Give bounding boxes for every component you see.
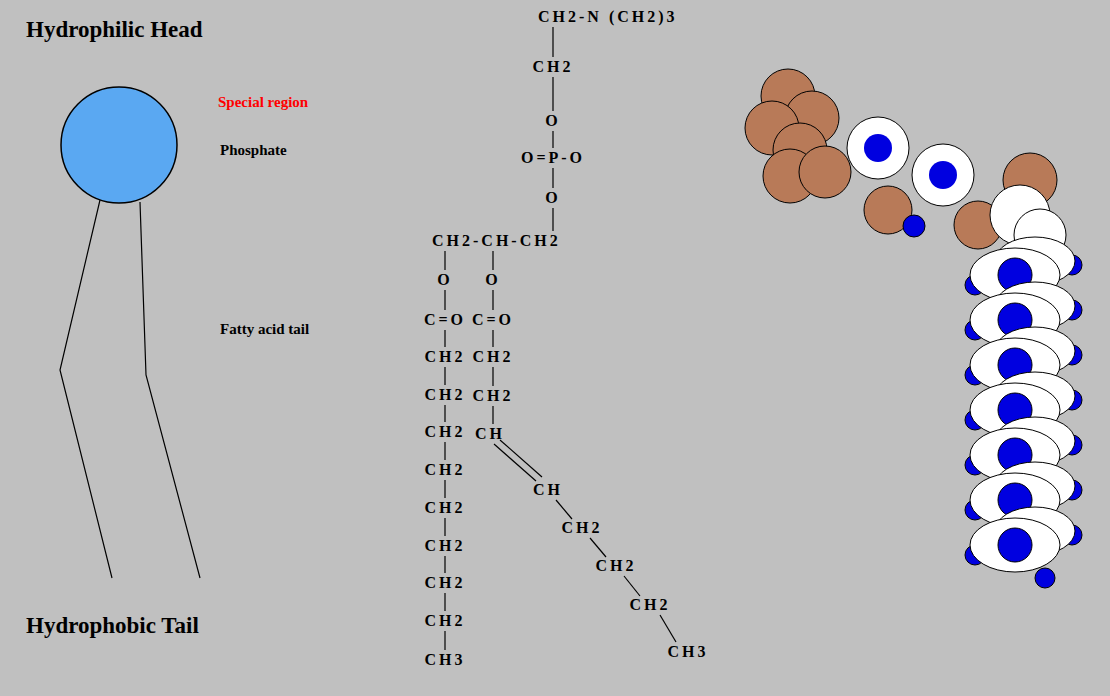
formula-text: CH3 <box>668 643 709 661</box>
formula-text: CH2 <box>425 461 466 479</box>
formula-text: O <box>545 112 560 130</box>
formula-text: CH2 <box>596 557 637 575</box>
formula-text: CH2 <box>473 387 514 405</box>
part-label: Fatty acid tail <box>220 320 309 338</box>
formula-text: CH <box>533 481 563 499</box>
formula-text: CH <box>475 425 505 443</box>
formula-text: CH2 <box>425 386 466 404</box>
formula-text: CH2 <box>425 423 466 441</box>
region-label: Special region <box>218 93 308 111</box>
formula-text: O <box>545 189 560 207</box>
formula-text: CH2 <box>425 537 466 555</box>
formula-text: CH2 <box>425 574 466 592</box>
formula-text: O <box>437 271 452 289</box>
formula-text: O=P-O <box>521 149 585 167</box>
formula-text: CH2 <box>425 612 466 630</box>
formula-text: C=O <box>472 311 514 329</box>
heading: Hydrophilic Head <box>26 16 203 44</box>
heading: Hydrophobic Tail <box>26 612 199 640</box>
formula-text: CH2-CH-CH2 <box>432 232 561 250</box>
formula-text: CH3 <box>425 651 466 669</box>
formula-text: CH2 <box>425 499 466 517</box>
formula-text: C=O <box>424 311 466 329</box>
formula-text: CH2 <box>533 58 574 76</box>
formula-text: CH2 <box>473 348 514 366</box>
part-label: Phosphate <box>220 141 287 159</box>
formula-text: CH2 <box>562 519 603 537</box>
formula-text: CH2-N (CH2)3 <box>538 8 678 26</box>
formula-text: CH2 <box>630 596 671 614</box>
formula-text: O <box>485 271 500 289</box>
formula-text: CH2 <box>425 348 466 366</box>
